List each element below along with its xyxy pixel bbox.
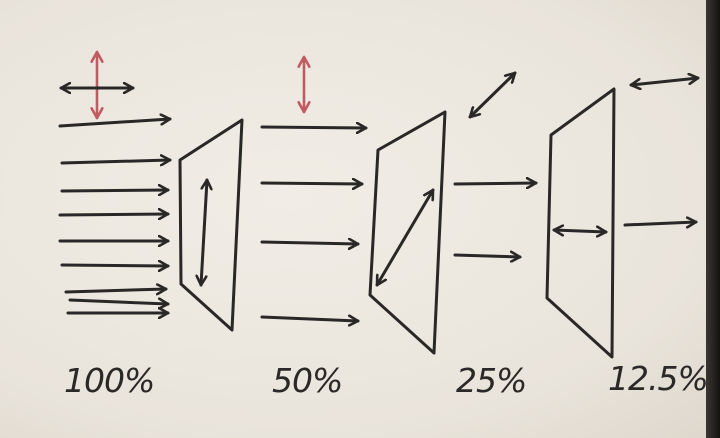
light-ray-arrow bbox=[453, 255, 522, 257]
light-ray-arrow bbox=[260, 127, 368, 128]
light-ray-arrow bbox=[260, 242, 360, 244]
light-ray-arrow bbox=[68, 300, 170, 304]
polarizer-2 bbox=[368, 110, 447, 355]
stage-1-percent-label: 100% bbox=[64, 361, 154, 400]
paper-edge bbox=[706, 0, 720, 438]
light-ray-arrow bbox=[260, 183, 364, 184]
stage-4-percent-label: 12.5% bbox=[608, 359, 708, 398]
light-ray-arrow bbox=[58, 214, 170, 215]
light-ray-arrow bbox=[60, 190, 170, 191]
polarizer-3-frame bbox=[545, 87, 616, 359]
light-ray-arrow bbox=[623, 222, 698, 225]
polarizer-1-frame bbox=[178, 118, 244, 332]
polarizer-3 bbox=[545, 87, 616, 359]
light-ray-arrow bbox=[64, 289, 168, 292]
light-ray-arrow bbox=[60, 265, 170, 266]
light-ray-arrow bbox=[60, 160, 172, 163]
stage-2-beam bbox=[260, 55, 368, 321]
stage-1-input-beam bbox=[58, 50, 172, 313]
stage-2-percent-label: 50% bbox=[272, 361, 342, 400]
polarizer-1-axis-arrow bbox=[201, 178, 207, 287]
light-ray-arrow bbox=[260, 317, 360, 321]
light-ray-arrow bbox=[453, 183, 538, 184]
polarizer-1 bbox=[178, 118, 244, 332]
horizontal-polarization-icon bbox=[629, 78, 700, 85]
diagonal-polarization-icon bbox=[468, 71, 517, 119]
stage-4-beam bbox=[623, 78, 700, 225]
stage-3-beam bbox=[453, 71, 538, 257]
polarizer-2-frame bbox=[368, 110, 447, 355]
stage-3-percent-label: 25% bbox=[456, 361, 526, 400]
polarizer-2-axis-arrow bbox=[375, 188, 435, 287]
light-ray-arrow bbox=[58, 119, 172, 128]
polarizer-3-axis-arrow bbox=[552, 230, 608, 232]
